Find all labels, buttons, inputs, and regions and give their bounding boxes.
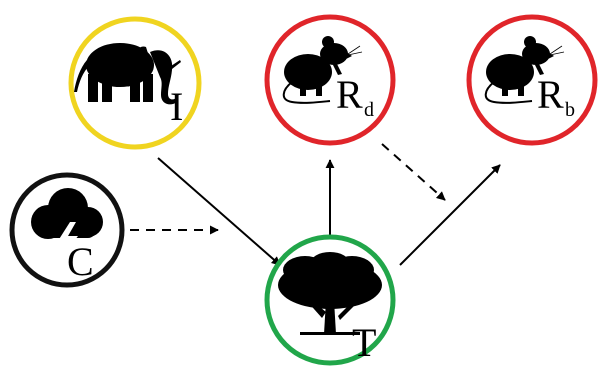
node-c: C [9,172,125,288]
node-rd-subscript: d [364,99,374,121]
edge-rd-to-rb [381,143,446,201]
node-rb-ring [466,14,598,146]
storm-cloud-icon [31,188,103,262]
tree-icon [278,252,382,335]
node-rb-letter: R [537,72,564,117]
edge-t-to-rb [399,164,501,266]
mouse-icon [484,36,565,104]
node-rd-ring [264,14,396,146]
edge-i-to-t [157,157,281,266]
node-i: I [68,16,202,150]
node-c-label: C [67,239,94,284]
node-rb-subscript: b [565,99,575,121]
elephant-icon [74,43,181,105]
node-t: T [264,234,396,366]
node-i-label: I [170,84,183,129]
mouse-icon [282,36,363,104]
node-rd: R d [264,14,396,146]
node-rb: R b [466,14,598,146]
edges [130,143,501,266]
node-t-label: T [352,320,376,365]
node-rd-letter: R [336,72,363,117]
